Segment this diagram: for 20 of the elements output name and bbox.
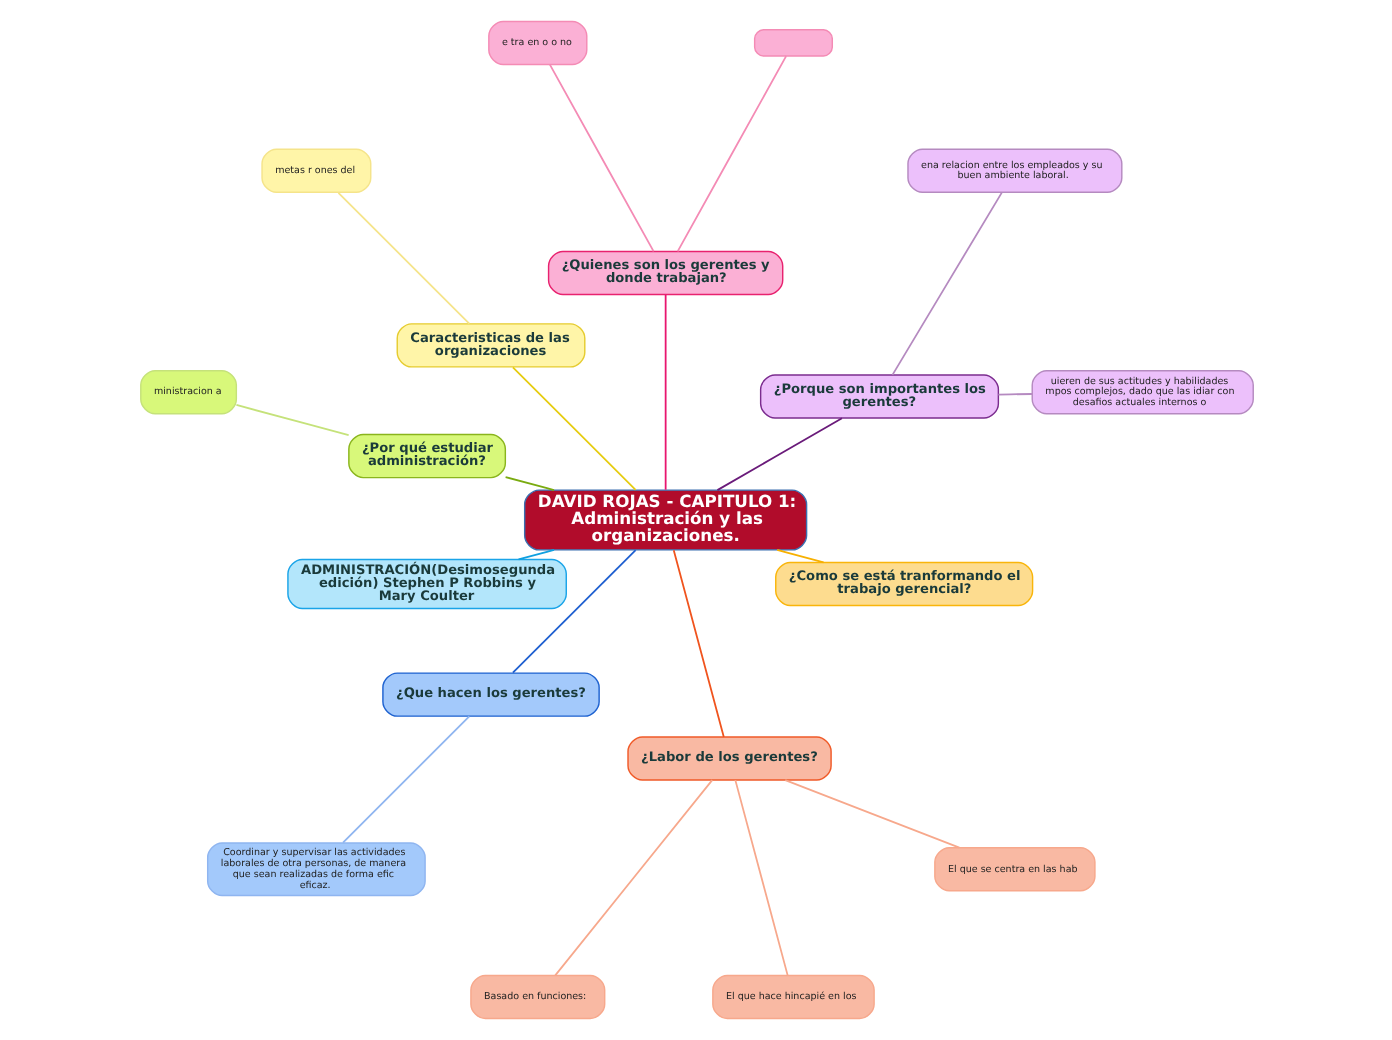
connector: [234, 404, 349, 436]
connector: [336, 191, 470, 325]
connector: [503, 476, 554, 491]
connector: [671, 549, 724, 738]
connector: [511, 549, 636, 674]
node-box: [752, 29, 832, 57]
connector: [715, 417, 842, 491]
connector: [733, 779, 788, 977]
connector: [775, 549, 824, 564]
connector: [996, 393, 1032, 396]
connector: [783, 779, 960, 849]
connector: [553, 779, 713, 977]
connector: [675, 55, 787, 253]
node-box: DAVID ROJAS - CAPITULO 1: Administración y las organizaciones.: [522, 489, 807, 551]
connector: [548, 63, 654, 253]
connector: [511, 366, 636, 491]
connector: [341, 715, 470, 844]
connector: [516, 549, 554, 561]
connector: [663, 293, 666, 491]
connector: [890, 191, 1002, 376]
